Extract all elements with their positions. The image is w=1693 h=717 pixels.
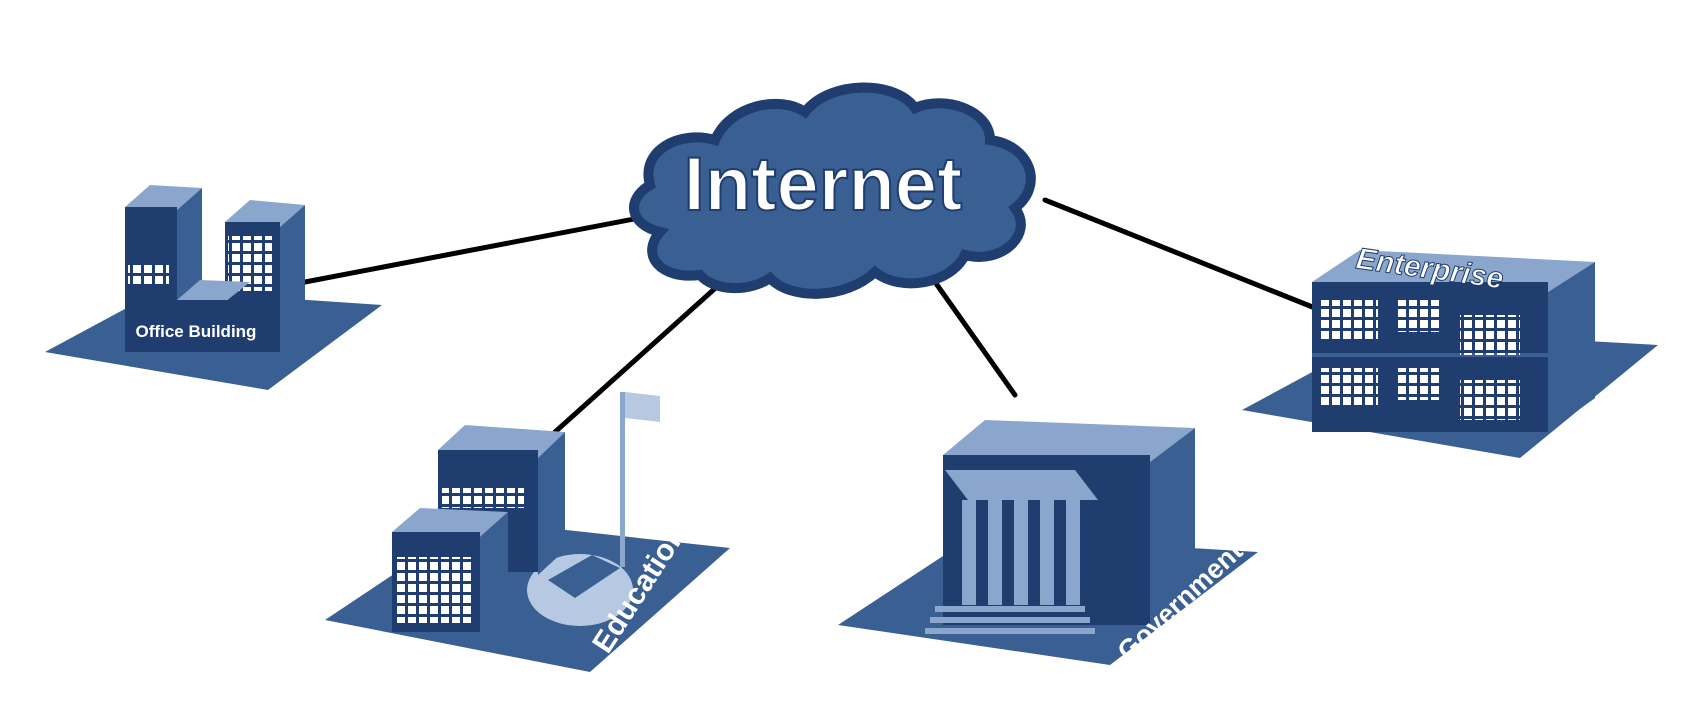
cloud-shape <box>629 82 1036 299</box>
link-government <box>932 279 1018 398</box>
government-node: Government <box>838 420 1258 666</box>
hub-label: Internet <box>684 142 963 227</box>
enterprise-node: Enterprise <box>1242 242 1658 458</box>
internet-cloud: Internet <box>629 82 1036 299</box>
link-enterprise <box>1042 197 1323 313</box>
connection-lines <box>302 197 1323 435</box>
link-education <box>552 272 733 435</box>
education-node: Education <box>325 392 730 672</box>
office-building-node: Office Building <box>45 185 382 390</box>
office-label: Office Building <box>136 322 257 341</box>
link-office <box>302 212 658 285</box>
